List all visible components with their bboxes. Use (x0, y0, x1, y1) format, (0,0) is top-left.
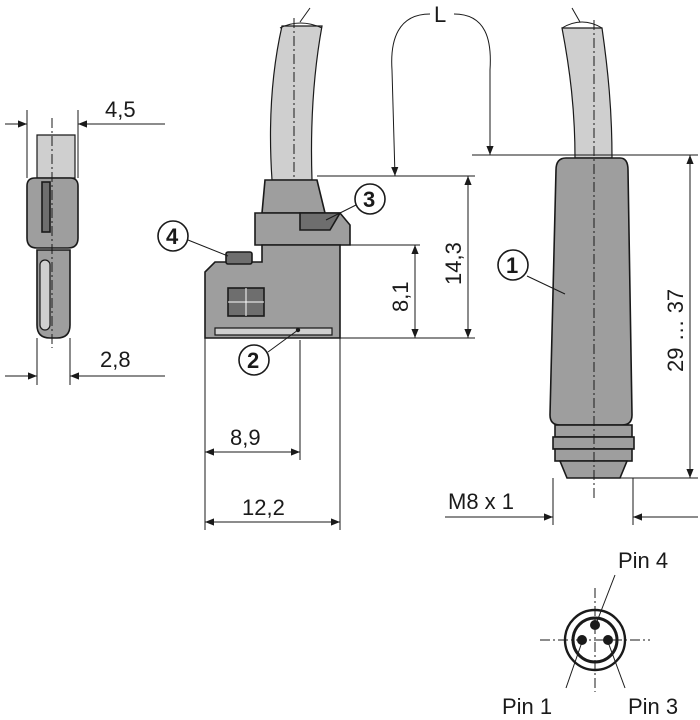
callout-1 (497, 249, 529, 281)
cable-length-arrow-right (453, 13, 494, 155)
dim-2-8-label: 2,8 (100, 347, 131, 372)
pin-1-dot (577, 635, 587, 645)
pin-4-label: Pin 4 (618, 548, 668, 573)
cable-length-arrow-left (391, 13, 431, 177)
dim-4-5-label: 4,5 (105, 97, 136, 122)
pin-3-label: Pin 3 (628, 694, 678, 719)
cable-length-label: L (434, 2, 446, 27)
dim-thread-label: M8 x 1 (448, 489, 514, 514)
connector-sleeve (549, 157, 633, 426)
callout-1-label: 1 (506, 253, 518, 278)
callout-3-label: 3 (363, 187, 375, 212)
callout-2-label: 2 (247, 348, 259, 373)
dim-12-2-label: 12,2 (242, 495, 285, 520)
front-boot (261, 179, 327, 214)
side-head-slot (41, 181, 51, 233)
callout-3 (354, 183, 386, 215)
dim-8-9-label: 8,9 (230, 425, 261, 450)
callout-4 (157, 220, 189, 252)
dip-switch-icon (227, 287, 265, 317)
pin-face-view: Pin 4 Pin 1 Pin 3 (502, 548, 678, 719)
dim-8-1-label: 8,1 (388, 281, 413, 312)
front-led (225, 251, 253, 265)
pin-3-dot (603, 635, 613, 645)
pin-face-inner-ring (571, 616, 619, 664)
callout-2 (238, 344, 270, 376)
front-cable (269, 25, 323, 181)
cable-length-dimension: L (391, 2, 494, 177)
pin-1-label: Pin 1 (502, 694, 552, 719)
pin-face-outer-ring (563, 608, 627, 672)
connector-view: 29 … 37 M8 x 1 1 (445, 7, 698, 525)
dim-29-37-label: 29 … 37 (663, 289, 688, 372)
callout-4-label: 4 (166, 224, 179, 249)
front-view: 8,1 14,3 8,9 12,2 2 3 4 (157, 7, 475, 530)
side-stem-highlight (39, 259, 51, 331)
side-view: 4,5 2,8 (5, 97, 165, 385)
side-cable (36, 134, 76, 179)
dim-14-3-label: 14,3 (441, 242, 466, 285)
connector-cable (561, 27, 613, 159)
pin-4-dot (590, 620, 600, 630)
